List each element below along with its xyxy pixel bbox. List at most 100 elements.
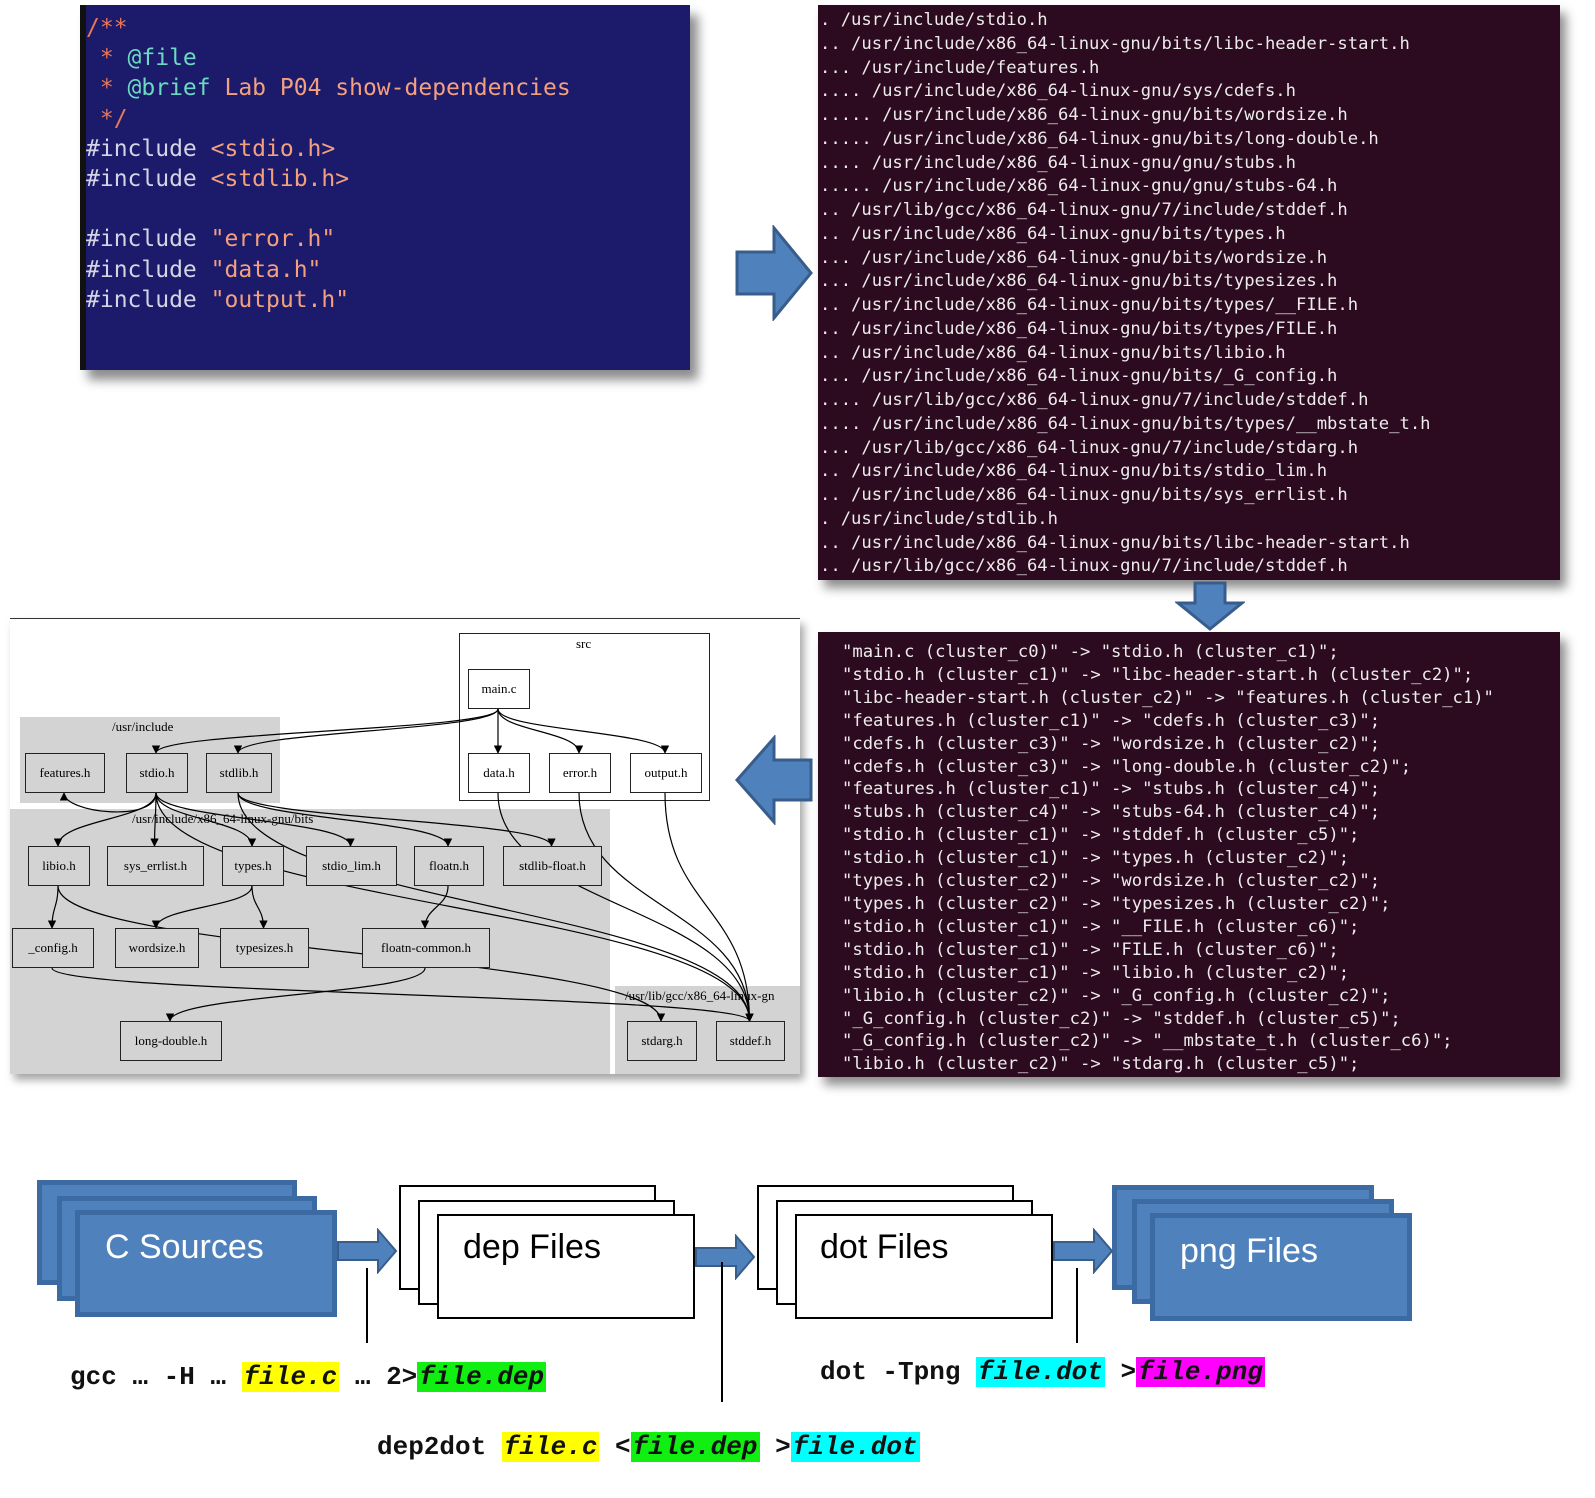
code-token: "error.h" (210, 226, 336, 253)
cluster-label: /usr/include/x86_64-linux-gnu/bits (132, 811, 314, 826)
graph-edge (237, 792, 754, 1022)
code-line: #include <stdio.h> (86, 134, 690, 164)
highlighted-filename: file.dep (417, 1362, 547, 1392)
code-line: */ (86, 104, 690, 134)
graph-edge (151, 885, 253, 929)
terminal-line: .. /usr/lib/gcc/x86_64-linux-gnu/7/inclu… (820, 200, 1348, 220)
terminal-line: ..... /usr/include/x86_64-linux-gnu/gnu/… (820, 176, 1338, 197)
graph-node: sys_errlist.h (107, 846, 204, 886)
command-text: … 2> (339, 1362, 418, 1392)
terminal-line: "main.c (cluster_c0)" -> "stdio.h (clust… (842, 642, 1339, 662)
code-token: #include (86, 256, 211, 283)
terminal-line: ..... /usr/include/x86_64-linux-gnu/bits… (820, 105, 1348, 125)
graph-edge (53, 792, 157, 847)
code-token: */ (86, 105, 128, 132)
code-line: #include "output.h" (86, 285, 690, 315)
code-line: #include "error.h" (86, 224, 690, 254)
terminal-line: . /usr/include/stdlib.h (820, 508, 1058, 529)
highlighted-filename: file.c (501, 1432, 600, 1462)
dep-files-box (437, 1214, 695, 1319)
flow-arrow-icon (1053, 1228, 1114, 1274)
command-text: > (759, 1432, 791, 1462)
graph-edge (497, 792, 754, 1022)
terminal-line: "stdio.h (cluster_c1)" -> "FILE.h (clust… (842, 939, 1339, 960)
command-text: dot -Tpng (820, 1357, 977, 1387)
code-line: * @file (86, 43, 690, 73)
dep2dot-command: dep2dot file.c <file.dep >file.dot (377, 1432, 920, 1462)
terminal-line: "_G_config.h (cluster_c2)" -> "__mbstate… (842, 1031, 1453, 1052)
graph-node: stdlib.h (206, 753, 272, 793)
graph-node: main.c (468, 669, 530, 709)
terminal-line: .... /usr/include/x86_64-linux-gnu/sys/c… (820, 81, 1296, 102)
code-token: "output.h" (210, 286, 350, 313)
code-token: /** (86, 15, 128, 41)
code-token: <stdlib.h> (210, 166, 350, 193)
terminal-line: .. /usr/include/x86_64-linux-gnu/bits/ty… (820, 295, 1359, 315)
graph-node: stdarg.h (627, 1021, 697, 1061)
graph-node: wordsize.h (115, 928, 199, 968)
dot-files-label: dot Files (820, 1228, 949, 1266)
cluster-label: /usr/include (112, 719, 174, 734)
graph-edge (165, 967, 426, 1022)
dot-file-output: "main.c (cluster_c0)" -> "stdio.h (clust… (818, 632, 1560, 1077)
terminal-line: .. /usr/include/x86_64-linux-gnu/bits/ty… (820, 318, 1338, 339)
code-token: Lab P04 show-dependencies (210, 75, 571, 102)
code-token: * (86, 75, 128, 102)
terminal-line: "libc-header-start.h (cluster_c2)" -> "f… (842, 687, 1494, 708)
terminal-line: .. /usr/include/x86_64-linux-gnu/bits/st… (820, 461, 1328, 482)
graph-node: long-double.h (120, 1021, 222, 1061)
code-line: #include <stdlib.h> (86, 164, 690, 194)
cluster-label: src (576, 636, 592, 651)
connector-line (1076, 1268, 1078, 1343)
dot-files-box (795, 1214, 1053, 1319)
terminal-line: ..... /usr/include/x86_64-linux-gnu/bits… (820, 128, 1379, 149)
graph-edge (497, 708, 584, 754)
graph-edge (251, 885, 268, 929)
code-line: /** (86, 13, 690, 43)
connector-line (366, 1268, 368, 1343)
code-token: <stdio.h> (210, 135, 336, 162)
terminal-line: "types.h (cluster_c2)" -> "typesizes.h (… (842, 893, 1391, 914)
arrow-down-icon (1175, 581, 1245, 631)
code-token: #include (86, 286, 211, 313)
connector-line (721, 1262, 723, 1402)
graph-node: floatn-common.h (362, 928, 490, 968)
arrow-left-icon (735, 735, 813, 825)
graph-edges (47, 708, 754, 1022)
source-code-panel: /** * @file * @brief Lab P04 show-depend… (80, 5, 690, 370)
terminal-line: ... /usr/include/x86_64-linux-gnu/bits/t… (820, 271, 1338, 292)
png-files-box (1150, 1213, 1412, 1321)
terminal-line: ... /usr/include/x86_64-linux-gnu/bits/_… (820, 366, 1338, 387)
graph-edge (237, 792, 453, 847)
terminal-line: .... /usr/include/x86_64-linux-gnu/bits/… (820, 413, 1431, 434)
png-files-label: png Files (1180, 1232, 1318, 1270)
code-token: #include (86, 166, 211, 193)
flow-arrow-icon (337, 1228, 398, 1274)
terminal-line: .... /usr/include/x86_64-linux-gnu/gnu/s… (820, 152, 1296, 173)
graph-edge (57, 885, 666, 1022)
graph-edge (51, 967, 754, 1022)
terminal-line: . /usr/include/stdio.h (820, 10, 1048, 30)
terminal-line: "stdio.h (cluster_c1)" -> "types.h (clus… (842, 848, 1350, 869)
graph-edge (237, 792, 556, 847)
graph-edge (578, 792, 754, 1022)
graph-edge (47, 885, 59, 929)
command-text: dep2dot (377, 1432, 502, 1462)
graph-node: floatn.h (414, 846, 484, 886)
highlighted-filename: file.dot (790, 1432, 920, 1462)
terminal-line: .. /usr/include/x86_64-linux-gnu/bits/sy… (820, 485, 1348, 505)
terminal-line: .. /usr/include/x86_64-linux-gnu/bits/li… (820, 342, 1286, 363)
terminal-line: .. /usr/include/x86_64-linux-gnu/bits/li… (820, 532, 1410, 553)
graph-node: output.h (630, 753, 702, 793)
terminal-line: "stdio.h (cluster_c1)" -> "stddef.h (clu… (842, 825, 1360, 846)
terminal-line: .. /usr/lib/gcc/x86_64-linux-gnu/7/inclu… (820, 556, 1348, 577)
graph-node: stdlib-float.h (503, 846, 602, 886)
graph-edge (150, 792, 159, 847)
code-line: #include "data.h" (86, 255, 690, 285)
terminal-line: "libio.h (cluster_c2)" -> "_G_config.h (… (842, 985, 1391, 1006)
terminal-line: "types.h (cluster_c2)" -> "wordsize.h (c… (842, 871, 1381, 892)
graph-edge (59, 792, 157, 813)
flow-arrow-icon (695, 1234, 756, 1280)
dep-files-label: dep Files (463, 1228, 601, 1266)
terminal-line: ... /usr/include/features.h (820, 57, 1100, 78)
